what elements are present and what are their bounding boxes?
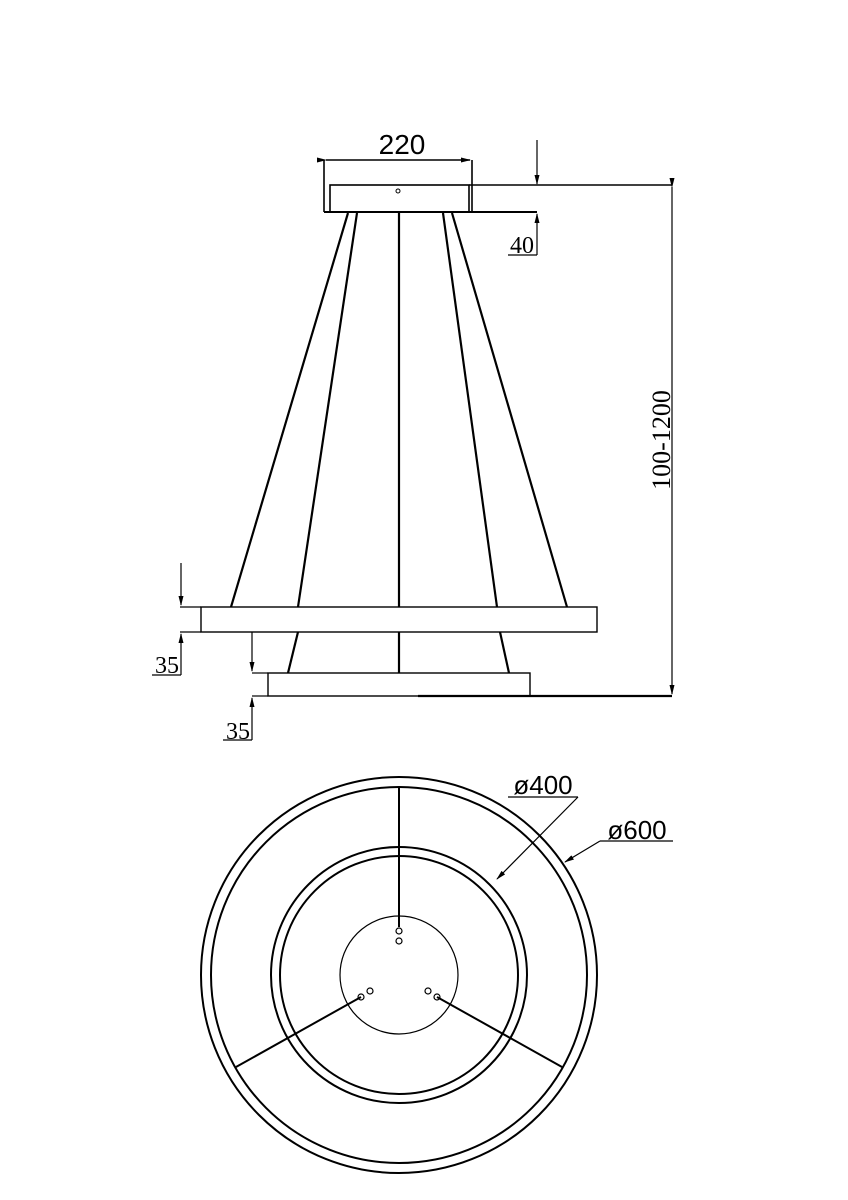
lower-ring-side bbox=[267, 672, 531, 697]
wires-plan bbox=[235, 787, 563, 1068]
top-plan-view bbox=[200, 776, 673, 1174]
canopy-width-dimension bbox=[317, 157, 473, 212]
lower-ring-thickness-label: 35 bbox=[226, 719, 250, 745]
outer-ring-diameter-label: ø600 bbox=[607, 815, 666, 845]
attachment-points bbox=[357, 927, 441, 1001]
canopy-width-label: 220 bbox=[379, 129, 426, 160]
inner-ring-diameter-label: ø400 bbox=[513, 770, 572, 800]
upper-ring-side bbox=[200, 606, 598, 633]
lower-ring-thickness-dimension bbox=[223, 632, 268, 741]
side-elevation-view bbox=[152, 140, 675, 741]
canopy-height-label: 40 bbox=[510, 233, 534, 259]
canopy-height-dimension bbox=[469, 140, 672, 256]
suspension-length-label: 100-1200 bbox=[647, 390, 676, 490]
canopy bbox=[324, 184, 537, 213]
outer-diameter-leader bbox=[564, 840, 673, 863]
upper-ring-thickness-dimension bbox=[152, 563, 201, 676]
upper-ring-thickness-label: 35 bbox=[155, 653, 179, 679]
inner-diameter-leader bbox=[496, 796, 579, 880]
suspension-length-dimension bbox=[418, 178, 675, 698]
suspension-wires bbox=[229, 212, 569, 674]
